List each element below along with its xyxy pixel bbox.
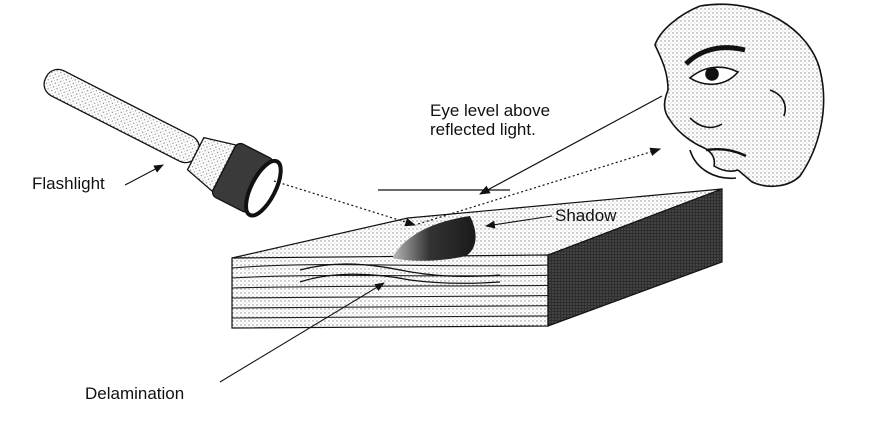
laminate-side-face bbox=[547, 188, 723, 327]
shadow-spot bbox=[392, 216, 476, 261]
shadow-label: Shadow bbox=[555, 206, 617, 225]
eye-level-label-line1: Eye level above bbox=[430, 101, 551, 120]
ply-line bbox=[231, 315, 549, 319]
incident-light-ray bbox=[273, 180, 417, 227]
delamination-leader-arrow bbox=[219, 282, 385, 383]
flashlight-lens bbox=[244, 158, 283, 218]
flashlight-handle bbox=[43, 68, 200, 164]
ply-line bbox=[231, 305, 549, 309]
flashlight-icon bbox=[43, 68, 283, 218]
reflected-light-ray bbox=[417, 147, 662, 225]
ply-lines bbox=[231, 264, 549, 319]
eye-sightline bbox=[479, 95, 663, 195]
flashlight-leader-arrow bbox=[124, 164, 164, 186]
eye-pupil bbox=[705, 67, 719, 81]
eye-level-label-line2: reflected light. bbox=[430, 120, 536, 139]
shadow-leader-arrow bbox=[485, 215, 553, 229]
delamination-label: Delamination bbox=[85, 384, 185, 403]
eyebrow bbox=[684, 45, 746, 66]
flashlight-label: Flashlight bbox=[32, 174, 105, 193]
chin-line bbox=[689, 149, 737, 179]
eye-level-label: Eye level above reflected light. bbox=[430, 101, 550, 139]
observer-face-icon bbox=[654, 3, 825, 188]
laminate-panel bbox=[231, 188, 723, 329]
delamination-void-bottom bbox=[299, 273, 501, 284]
ply-line bbox=[231, 264, 549, 269]
nostril bbox=[689, 117, 723, 129]
ply-line bbox=[231, 295, 549, 299]
face-profile bbox=[654, 5, 739, 172]
mouth bbox=[705, 148, 747, 158]
cheek-line bbox=[769, 89, 786, 117]
delamination-void-top bbox=[299, 263, 501, 278]
